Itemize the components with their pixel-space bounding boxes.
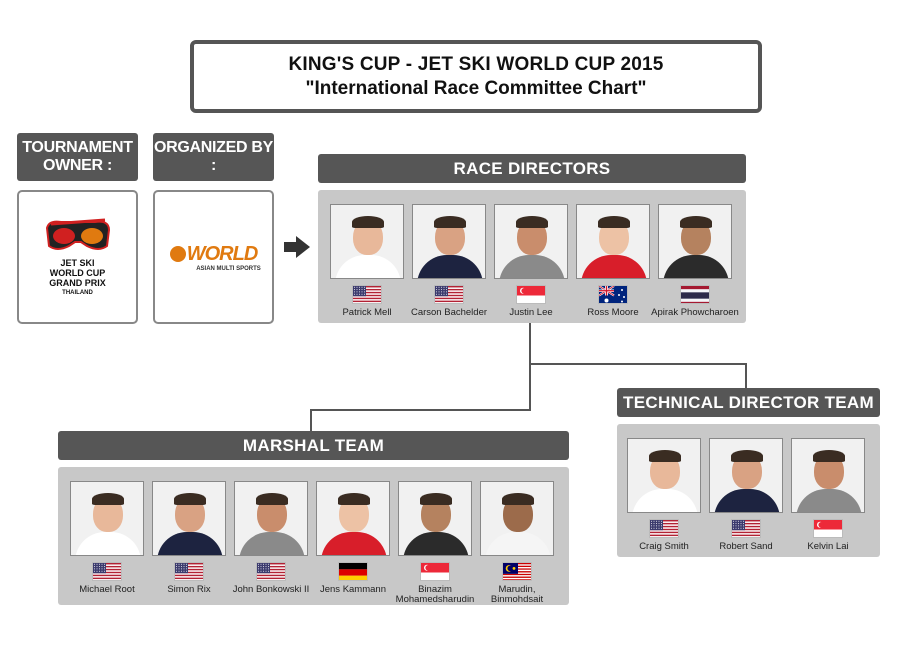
member-photo (70, 481, 144, 556)
goggles-logo-icon (45, 218, 110, 250)
member-name: Patrick Mell (342, 307, 392, 318)
flag-my-icon (502, 562, 532, 581)
flag-sg-icon (813, 519, 843, 538)
owner-logo-line-2: WORLD CUP (49, 268, 106, 278)
member-name: Craig Smith (639, 541, 689, 552)
member-name: Ross Moore (587, 307, 639, 318)
flag-us-icon (434, 285, 464, 304)
flag-us-icon (174, 562, 204, 581)
owner-logo-line-3: GRAND PRIX (49, 278, 106, 288)
member-photo (316, 481, 390, 556)
member-name: Simon Rix (167, 584, 211, 595)
owner-logo-line-1: JET SKI (60, 258, 95, 268)
member-name: Justin Lee (509, 307, 553, 318)
organizer-logo: WORLD ASIAN MULTI SPORTS (153, 190, 274, 324)
flag-us-icon (92, 562, 122, 581)
member-photo (398, 481, 472, 556)
connector-line (310, 409, 312, 431)
member-name: Apirak Phowcharoen (651, 307, 739, 318)
chart-subtitle: "International Race Committee Chart" (305, 77, 647, 99)
member-photo (576, 204, 650, 279)
flag-sg-icon (516, 285, 546, 304)
flag-au-icon (598, 285, 628, 304)
flag-sg-icon (420, 562, 450, 581)
owner-logo-line-4: THAILAND (62, 290, 93, 296)
organizer-logo-subtext: ASIAN MULTI SPORTS (196, 265, 261, 272)
flag-us-icon (649, 519, 679, 538)
member-photo (412, 204, 486, 279)
connector-line (529, 323, 531, 410)
organizer-logo-text: WORLD (186, 242, 259, 265)
member-photo (480, 481, 554, 556)
connector-line (529, 363, 747, 365)
member-name: Robert Sand (719, 541, 773, 552)
flag-us-icon (352, 285, 382, 304)
member-photo (234, 481, 308, 556)
chart-title-box: KING'S CUP - JET SKI WORLD CUP 2015 "Int… (190, 40, 762, 113)
member-photo (152, 481, 226, 556)
marshal-team-header: MARSHAL TEAM (58, 431, 569, 460)
technical-director-header: TECHNICAL DIRECTOR TEAM (617, 388, 880, 417)
member-name: Kelvin Lai (807, 541, 849, 552)
member-photo (494, 204, 568, 279)
member-photo (627, 438, 701, 513)
member-photo (658, 204, 732, 279)
member-name: Binazim Mohamedsharudin (395, 584, 475, 605)
member-photo (330, 204, 404, 279)
member-photo (709, 438, 783, 513)
chart-title: KING'S CUP - JET SKI WORLD CUP 2015 (288, 53, 664, 75)
flag-de-icon (338, 562, 368, 581)
tournament-owner-header: TOURNAMENT OWNER : (17, 133, 138, 181)
organized-by-header: ORGANIZED BY : (153, 133, 274, 181)
connector-line (745, 363, 747, 388)
tournament-owner-logo: JET SKI WORLD CUP GRAND PRIX THAILAND (17, 190, 138, 324)
member-name: John Bonkowski II (232, 584, 310, 595)
race-directors-header: RACE DIRECTORS (318, 154, 746, 183)
member-name: Marudin, Binmohdsait (490, 584, 544, 605)
member-name: Jens Kammann (319, 584, 386, 595)
flag-th-icon (680, 285, 710, 304)
member-photo (791, 438, 865, 513)
arrow-right-icon (284, 236, 310, 258)
flag-us-icon (731, 519, 761, 538)
member-name: Michael Root (79, 584, 135, 595)
flag-us-icon (256, 562, 286, 581)
connector-line (310, 409, 531, 411)
member-name: Carson Bachelder (410, 307, 488, 318)
globe-icon (169, 246, 186, 262)
